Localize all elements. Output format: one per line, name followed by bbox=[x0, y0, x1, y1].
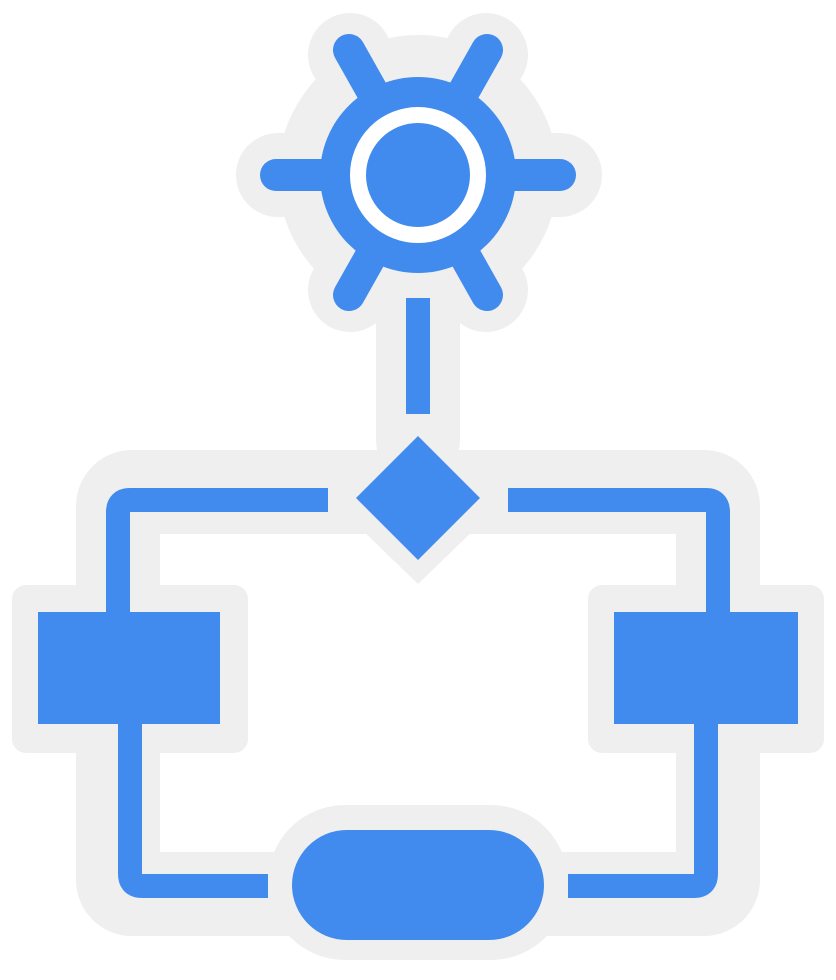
gear-icon bbox=[260, 34, 576, 311]
connector-line bbox=[406, 298, 430, 414]
process-box-right bbox=[614, 612, 798, 724]
icon-foreground bbox=[38, 34, 798, 940]
terminator-pill bbox=[292, 830, 544, 940]
decision-diamond bbox=[356, 436, 480, 560]
flow-loop bbox=[106, 488, 730, 898]
process-box-left bbox=[38, 612, 220, 724]
